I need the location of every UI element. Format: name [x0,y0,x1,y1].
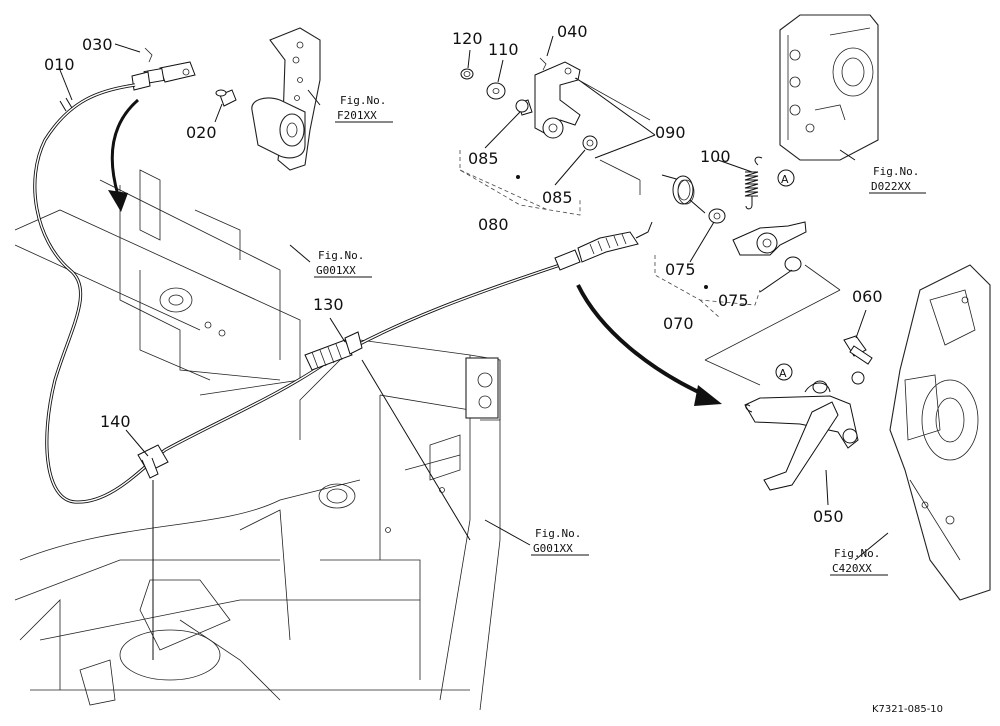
circle-marker-a-lower: A [775,363,793,381]
label-010: 010 [44,55,75,74]
cable-clamp-140 [137,444,169,479]
pin-020 [215,89,237,107]
frame-upper-left [14,169,301,396]
label-110: 110 [488,40,519,59]
figure-ref-underlines [314,121,926,576]
svg-text:C420XX: C420XX [832,562,872,575]
svg-text:Fig.No.: Fig.No. [340,94,386,107]
label-075-right: 075 [718,291,749,310]
bushing-085-upper [515,99,533,116]
label-120: 120 [452,29,483,48]
lever-050 [744,371,865,491]
svg-text:Fig.No.: Fig.No. [318,249,364,262]
part-number-labels: 030 010 020 120 110 040 090 100 085 085 … [44,22,883,526]
tension-spring-100 [744,156,795,210]
direction-arrow-lower [576,284,722,406]
frame-center [299,339,501,711]
group-bracket-070 [654,255,761,319]
figure-ref-d022: Fig.No. D022XX [871,165,919,193]
lever-assembly-070 [708,208,807,272]
bolt-060 [843,335,873,365]
frame-lower-left [14,479,470,706]
figure-ref-g001-top: Fig.No. G001XX [316,249,364,277]
cable-end-fitting [554,221,653,271]
label-030: 030 [82,35,113,54]
lever-arm-080 [534,57,581,139]
figure-ref-g001-bottom: Fig.No. G001XX [533,527,581,555]
label-100: 100 [700,147,731,166]
svg-text:G001XX: G001XX [533,542,573,555]
cable-clevis-030 [131,47,196,91]
svg-text:Fig.No.: Fig.No. [873,165,919,178]
bushing-085-lower [582,135,598,151]
ref-dot-070 [704,285,708,289]
label-060: 060 [852,287,883,306]
leader-lines [59,35,889,660]
figure-ref-f201: Fig.No. F201XX [337,94,386,122]
ring-120 [460,68,474,80]
label-090: 090 [655,123,686,142]
circle-marker-a-upper: A [781,173,789,186]
label-085-upper: 085 [468,149,499,168]
assembly-envelope-090 [574,77,841,386]
svg-text:G001XX: G001XX [316,264,356,277]
svg-text:D022XX: D022XX [871,180,911,193]
group-bracket-080 [459,150,581,216]
housing-d022 [779,14,879,161]
svg-text:A: A [781,173,789,186]
torsion-spring-090 [661,174,706,214]
svg-text:F201XX: F201XX [337,109,377,122]
svg-text:A: A [779,367,787,380]
label-050: 050 [813,507,844,526]
svg-text:Fig.No.: Fig.No. [834,547,880,560]
ref-dot-080 [516,175,520,179]
cable-clamp-130 [304,331,363,371]
label-085-lower: 085 [542,188,573,207]
lever-bracket-f201 [251,27,321,171]
svg-text:Fig.No.: Fig.No. [535,527,581,540]
washer-110 [486,82,506,100]
label-140: 140 [100,412,131,431]
figure-ref-c420: Fig.No. C420XX [832,547,880,575]
label-075-left: 075 [665,260,696,279]
direction-arrow-upper [108,98,139,212]
label-070: 070 [663,314,694,333]
housing-c420 [889,264,991,601]
label-130: 130 [313,295,344,314]
label-040: 040 [557,22,588,41]
drawing-code: K7321-085-10 [872,704,943,715]
label-080: 080 [478,215,509,234]
label-020: 020 [186,123,217,142]
